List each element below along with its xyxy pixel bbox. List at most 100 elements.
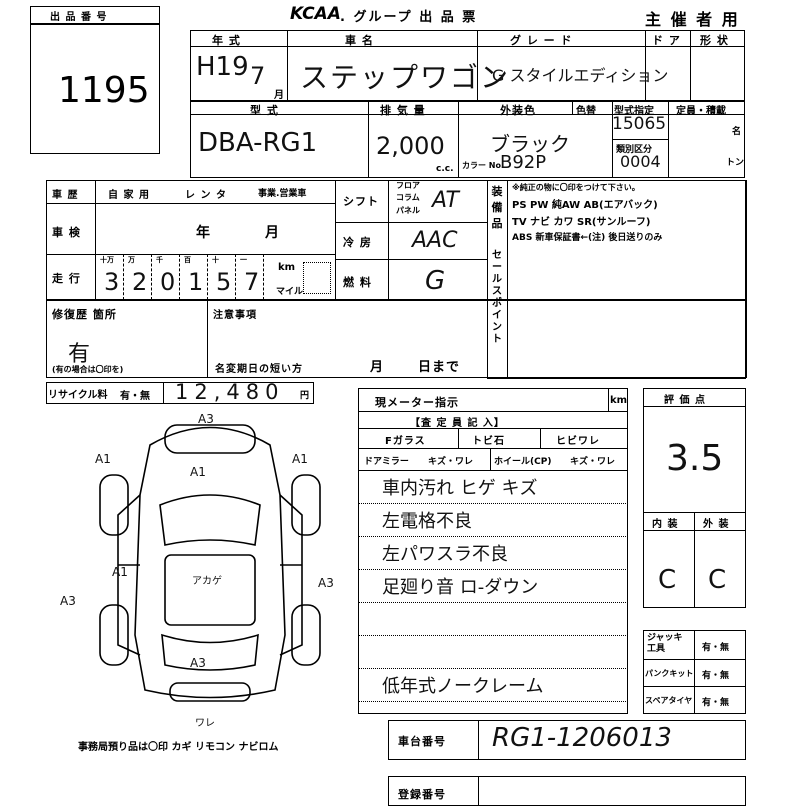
sales-point-label: セールスポイント [490, 250, 504, 346]
jack-label: ジャッキ 工具 [647, 633, 691, 655]
color-value: ブラック [490, 132, 570, 156]
equipment-row-2: TV ナビ カワ SR(サンルーフ) [512, 217, 651, 228]
mileage-unit-label: 一 [240, 256, 247, 264]
divider [694, 630, 695, 714]
divider [46, 203, 335, 204]
divider [612, 139, 668, 140]
divider [668, 100, 669, 178]
vehicle-table [190, 30, 745, 178]
fuel-value: G [425, 266, 446, 296]
divider [643, 406, 746, 407]
shift-label: シフト [343, 195, 379, 208]
mileage-unit-label: 十万 [100, 256, 114, 264]
divider [388, 180, 389, 300]
notes-label: 注意事項 [213, 310, 257, 321]
car-name-value: ステップワゴン [300, 61, 511, 94]
score-label: 評 価 点 [664, 395, 706, 406]
door-label: ド ア [652, 34, 681, 47]
recycle-amount: 12,480 [175, 380, 285, 404]
mile-label: マイル [276, 287, 304, 297]
fuel-label: 燃 料 [343, 276, 372, 289]
puncture-options: 有・無 [702, 671, 730, 681]
form-title: . グループ 出 品 票 [340, 10, 478, 25]
note-text: 車内汚れ ヒゲ キズ [382, 478, 538, 499]
note-text: 左電格不良 [382, 511, 472, 532]
damage-mark-roof: アカゲ [192, 576, 222, 587]
recycle-label: リサイクル料 [48, 390, 108, 401]
divider [478, 720, 479, 760]
note-text: 低年式ノークレーム [382, 676, 544, 697]
lot-number-label: 出 品 番 号 [50, 12, 108, 23]
mirror-label: ドアミラー [364, 457, 409, 467]
category-value: 0004 [620, 152, 661, 171]
year-label: 年 式 [212, 34, 241, 47]
capacity-unit-tons: トン [726, 158, 745, 168]
damage-mark-rear: A3 [190, 656, 206, 670]
inspector-section [358, 388, 628, 714]
damage-mark-front: A3 [198, 412, 214, 426]
divider [368, 100, 369, 178]
repair-value: 有 [68, 342, 91, 367]
divider [608, 388, 609, 411]
divider [458, 428, 459, 448]
divider [358, 448, 628, 449]
km-checkbox [303, 262, 331, 294]
note-text: 足廻り音 ロ-ダウン [382, 577, 539, 598]
damage-mark-right-side: A3 [318, 576, 334, 590]
shift-panel: パネル [396, 206, 420, 215]
note-rule [358, 536, 628, 537]
model-label: 型 式 [250, 104, 279, 117]
damage-mark-left-rear: A3 [60, 594, 76, 608]
private-label: 自 家 用 [108, 190, 150, 201]
equipment-note: ※純正の物に〇印をつけて下さい。 [512, 183, 640, 192]
mileage-unit-label: 千 [156, 256, 163, 264]
divider [163, 382, 164, 404]
inspection-label: 車 検 [52, 226, 81, 239]
rental-label: レ ン タ [185, 190, 227, 201]
divider [46, 254, 335, 255]
jack-label-text: ジャッキ 工具 [647, 633, 683, 654]
brand-logo: KCAA [290, 4, 341, 24]
divider [478, 776, 479, 806]
puncture-label: パンクキット [645, 669, 694, 678]
mileage-digit: 2 [132, 268, 148, 296]
month-value: 7 [250, 62, 266, 90]
chassis-value: RG1-1206013 [492, 723, 672, 753]
title-change-label: 名変期日の短い方 [215, 364, 303, 375]
mileage-digit: 3 [104, 268, 120, 296]
type-designation-label: 型式指定 [614, 106, 654, 117]
divider [487, 377, 746, 379]
damage-mark-bumper: ワレ [195, 718, 215, 729]
divider [487, 300, 746, 301]
note-rule [358, 569, 628, 570]
divider [745, 180, 747, 378]
damage-mark-left-front: A1 [95, 452, 111, 466]
category-label: 類別区分 [616, 145, 653, 155]
note-rule [358, 602, 628, 603]
mileage-unit-label: 万 [128, 256, 135, 264]
mirror-options: キズ・ワレ [428, 457, 474, 467]
damage-mark-hood: A1 [190, 465, 206, 479]
inspection-month: 月 [265, 225, 280, 241]
model-value: DBA-RG1 [198, 128, 318, 158]
color-code-value: B92P [500, 152, 547, 173]
mileage-digit: 0 [160, 268, 176, 296]
divider [335, 180, 336, 300]
divider [287, 30, 288, 100]
sales-point-text: セールスポイント [492, 250, 502, 345]
car-name-label: 車 名 [345, 34, 374, 47]
divider [190, 114, 745, 115]
divider [358, 470, 628, 471]
divider [487, 180, 488, 378]
shift-value: AT [432, 188, 459, 213]
color-change-label: 色替 [576, 106, 596, 117]
chassis-label: 車台番号 [398, 735, 446, 748]
mileage-label: 走 行 [52, 272, 81, 285]
meter-label: 現メーター指示 [375, 396, 459, 409]
business-label: 事業.営業車 [258, 189, 307, 199]
divider [507, 180, 508, 378]
divider [95, 180, 96, 300]
